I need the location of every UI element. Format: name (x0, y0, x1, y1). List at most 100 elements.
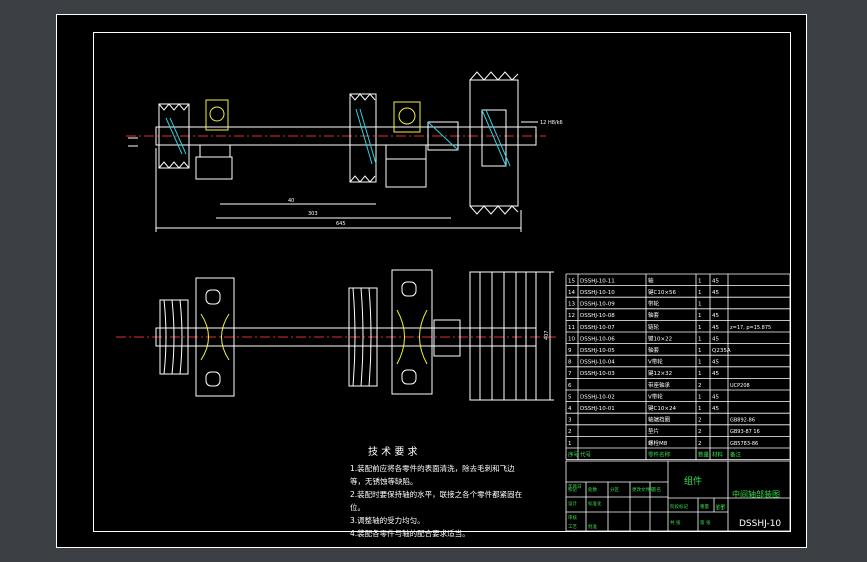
parts-cell-name: 键C10×56 (648, 288, 676, 296)
parts-cell-name: 带座轴承 (648, 381, 671, 389)
parts-cell-qty: 1 (698, 348, 702, 354)
parts-cell-material: 45 (712, 394, 719, 400)
parts-cell-name: 轴端挡圈 (648, 416, 671, 424)
parts-cell-code: DSSHJ-10-10 (580, 290, 615, 296)
parts-cell-no: 11 (568, 325, 575, 331)
right-bearing-block (385, 101, 427, 188)
parts-cell-no: 8 (568, 360, 572, 366)
parts-cell-material: 45 (712, 325, 719, 331)
parts-header-material: 材料 (712, 450, 724, 458)
parts-cell-no: 6 (568, 383, 572, 389)
parts-cell-note: UCP208 (730, 383, 750, 389)
parts-cell-no: 3 (568, 418, 572, 424)
front-view (116, 269, 556, 401)
title-block-small-label: 设计 (568, 500, 577, 507)
parts-cell-note: GB892-86 (730, 418, 755, 424)
parts-cell-name: V带轮 (648, 392, 663, 400)
parts-cell-name: 键12×32 (648, 369, 672, 377)
dim-fit-label: 12 H8/k6 (540, 120, 563, 126)
parts-cell-qty: 2 (698, 441, 702, 447)
tech-requirements: 技 术 要 求 1.装配前应将各零件的表面清洗，除去毛刺和飞边 等，无锈蚀等缺陷… (350, 445, 523, 538)
title-block-small-label: 重量 (700, 503, 709, 510)
parts-cell-material: Q235A (712, 348, 731, 354)
parts-cell-name: 键C10×24 (648, 404, 676, 412)
parts-cell-code: DSSHJ-10-11 (580, 278, 615, 284)
parts-cell-qty: 1 (698, 313, 702, 319)
title-block-small-label: 标准化 (588, 500, 602, 507)
parts-cell-no: 10 (568, 336, 575, 342)
shaft-body (155, 126, 537, 146)
parts-cell-qty: 1 (698, 394, 702, 400)
top-view (126, 71, 546, 232)
outer-frame (56, 14, 807, 548)
parts-cell-material: 45 (712, 371, 719, 377)
parts-cell-material: 45 (712, 336, 719, 342)
title-block-small-label: 分区 (610, 486, 619, 493)
front-left-pulley (159, 299, 189, 375)
parts-cell-code: DSSHJ-10-06 (580, 336, 615, 342)
parts-cell-qty: 1 (698, 336, 702, 342)
parts-header-qty: 数量 (698, 450, 710, 458)
front-right-bearing (391, 269, 433, 395)
title-block-labels: 标记处数分区更改文件号签名年月日设计标准化审核工艺批准阶段标记重量比例共 张第 … (568, 483, 725, 530)
title-block-small-label: 工艺 (568, 524, 577, 530)
parts-cell-no: 2 (568, 429, 572, 435)
parts-cell-name: 键10×22 (648, 334, 672, 342)
title-block-small-label: 更改文件号 (632, 486, 655, 493)
title-block-small-label: 批准 (588, 523, 597, 530)
title-block-small-label: 处数 (588, 486, 597, 493)
parts-cell-qty: 1 (698, 290, 702, 296)
tech-line-2: 等，无锈蚀等缺陷。 (350, 476, 418, 486)
dim-a-label: 40 (288, 198, 294, 204)
title-block-small-label: 签名 (652, 486, 661, 493)
front-large-pulley (469, 271, 537, 401)
parts-cell-code: DSSHJ-10-09 (580, 302, 615, 308)
parts-cell-no: 4 (568, 406, 572, 412)
large-pulley (469, 71, 519, 215)
parts-cell-no: 12 (568, 313, 575, 319)
parts-cell-no: 9 (568, 348, 572, 354)
drawing-sheet: 12 H8/k6 40 303 645 (56, 14, 807, 548)
tech-line-5: 3.调整轴的受力均匀。 (350, 515, 425, 525)
parts-cell-name: 带轮 (648, 300, 660, 308)
parts-header-name: 零件名称 (648, 450, 671, 458)
title-block-small-label: 共 张 (670, 519, 681, 526)
parts-cell-material: 45 (712, 360, 719, 366)
parts-cell-name: 轴套 (648, 346, 660, 354)
parts-header-code: 代号 (580, 450, 592, 458)
title-group-label: 组件 (684, 475, 702, 487)
parts-cell-code: DSSHJ-10-02 (580, 394, 615, 400)
title-block (565, 460, 791, 532)
tech-line-3: 2.装配时要保持轴的水平，联接之各个零件都紧固在 (350, 489, 523, 499)
title-block-small-label: 标记 (568, 486, 577, 493)
parts-cell-material: 45 (712, 406, 719, 412)
parts-cell-code: DSSHJ-10-05 (580, 348, 615, 354)
parts-cell-name: V带轮 (648, 358, 663, 366)
title-block-small-label: 审核 (568, 514, 577, 521)
parts-cell-qty: 2 (698, 383, 702, 389)
parts-cell-qty: 2 (698, 418, 702, 424)
parts-header-note: 备注 (730, 450, 742, 458)
parts-cell-no: 1 (568, 441, 572, 447)
parts-cell-name: 轴套 (648, 311, 660, 319)
parts-cell-no: 13 (568, 302, 575, 308)
title-block-small-label: 阶段标记 (670, 503, 688, 510)
parts-cell-qty: 1 (698, 325, 702, 331)
parts-cell-name: 垫片 (648, 427, 659, 435)
parts-cell-name: 轴 (648, 276, 654, 284)
parts-cell-code: DSSHJ-10-07 (580, 325, 615, 331)
shaft-sleeve (427, 121, 459, 151)
left-bearing-block (195, 99, 233, 180)
middle-v-pulley (349, 93, 377, 183)
title-block-small-label: 比例 (716, 503, 725, 510)
parts-cell-material: 45 (712, 278, 719, 284)
scale-value: 1:1 (716, 506, 724, 512)
parts-cell-qty: 1 (698, 371, 702, 377)
front-sleeve (433, 319, 461, 357)
front-left-bearing (195, 277, 235, 397)
parts-cell-code: DSSHJ-10-01 (580, 406, 615, 412)
title-block-small-label: 第 张 (700, 519, 711, 526)
parts-header-no: 序号 (568, 450, 580, 458)
assembly-drawing: 12 H8/k6 40 303 645 (56, 14, 807, 548)
